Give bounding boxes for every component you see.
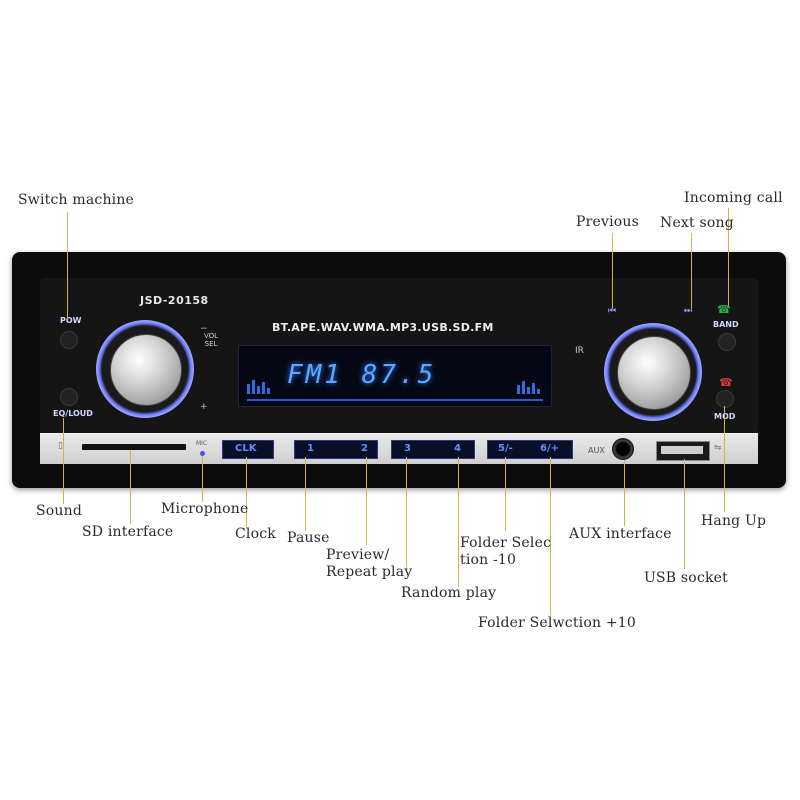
eq-bar [267,388,270,394]
phone-hangup-icon: ☎ [719,376,733,389]
next-track-icon[interactable]: ⏭ [684,306,693,316]
leader-random [458,457,459,587]
formats-label: BT.APE.WAV.WMA.MP3.USB.SD.FM [272,321,494,334]
leader-preview [366,457,367,545]
leader-switch-machine [67,212,68,320]
callout-aux-interface: AUX interface [569,526,672,542]
eq-bar [252,380,255,394]
key-6-label: 6/+ [540,443,559,454]
pow-label: POW [60,316,82,325]
eq-loud-button[interactable] [60,388,78,406]
callout-microphone: Microphone [161,501,249,517]
eq-bar [262,382,265,394]
usb-port[interactable] [656,441,710,461]
leader-pause [305,457,306,531]
callout-preview-repeat: Preview/ Repeat play [326,547,413,580]
callout-clock: Clock [235,526,276,542]
eq-bar [527,387,530,394]
band-answer-button[interactable] [718,333,736,351]
leader-folder-minus [505,457,506,531]
key-5-6-button[interactable]: 5/- 6/+ [487,440,573,459]
leader-aux [624,460,625,526]
leader-hang-up [724,406,725,512]
leader-usb [684,459,685,569]
callout-random-play: Random play [401,585,497,601]
key-5-label: 5/- [498,443,513,454]
usb-icon: ⇋ [714,443,722,453]
leader-previous [612,233,613,309]
aux-jack[interactable] [612,438,634,460]
eq-bar [257,386,260,394]
leader-folder-plus [550,457,551,615]
tune-knob[interactable] [617,336,691,410]
phone-answer-icon: ☎ [717,303,731,316]
leader-repeat [406,457,407,567]
callout-previous: Previous [576,214,640,230]
model-label: JSD-20158 [140,294,209,307]
eq-bar [522,381,525,394]
leader-sd-interface [130,450,131,524]
vol-sel-label: VOL SEL [204,332,219,348]
leader-clock [246,457,247,527]
eq-loud-label: EQ/LOUD [53,409,93,418]
volume-knob[interactable] [110,334,182,406]
leader-incoming-call [728,208,729,306]
microphone-hole [200,451,205,456]
callout-folder-minus: Folder Selec tion -10 [460,535,552,568]
key-1-label: 1 [307,443,314,454]
key-4-label: 4 [454,443,461,454]
callout-hang-up: Hang Up [701,513,767,529]
leader-sound [63,418,64,504]
eq-bar [247,384,250,394]
display-baseline [247,399,543,401]
key-1-2-button[interactable]: 1 2 [294,440,378,459]
callout-pause: Pause [287,530,330,546]
callout-switch-machine: Switch machine [18,192,135,208]
key-3-4-button[interactable]: 3 4 [391,440,475,459]
callout-usb-socket: USB socket [644,570,728,586]
eq-bar [537,389,540,394]
callout-next-song: Next song [660,215,734,231]
previous-track-icon[interactable]: ⏮ [608,306,617,316]
usb-port-inner [661,446,703,454]
display-frequency: FM1 87.5 [287,360,437,390]
ir-label: IR [575,346,584,356]
lcd-display: FM1 87.5 [238,345,552,407]
aux-label: AUX [588,446,605,455]
key-3-label: 3 [404,443,411,454]
band-label: BAND [713,320,739,329]
eq-bar [532,383,535,394]
callout-incoming-call: Incoming call [684,190,783,206]
minus-mark: − [200,324,208,334]
sd-card-icon: ▯ [58,441,63,451]
power-button[interactable] [60,331,78,349]
mod-hangup-button[interactable] [716,390,734,408]
callout-sd-interface: SD interface [82,524,174,540]
leader-microphone [202,456,203,502]
callout-folder-plus: Folder Selwction +10 [478,615,636,631]
plus-mark: + [200,402,208,412]
key-2-label: 2 [361,443,368,454]
eq-bar [517,385,520,394]
leader-next-song [691,233,692,309]
sd-card-slot[interactable] [82,444,186,450]
clk-button[interactable]: CLK [222,440,274,459]
callout-sound: Sound [36,503,83,519]
mic-label: MIC [196,440,208,447]
